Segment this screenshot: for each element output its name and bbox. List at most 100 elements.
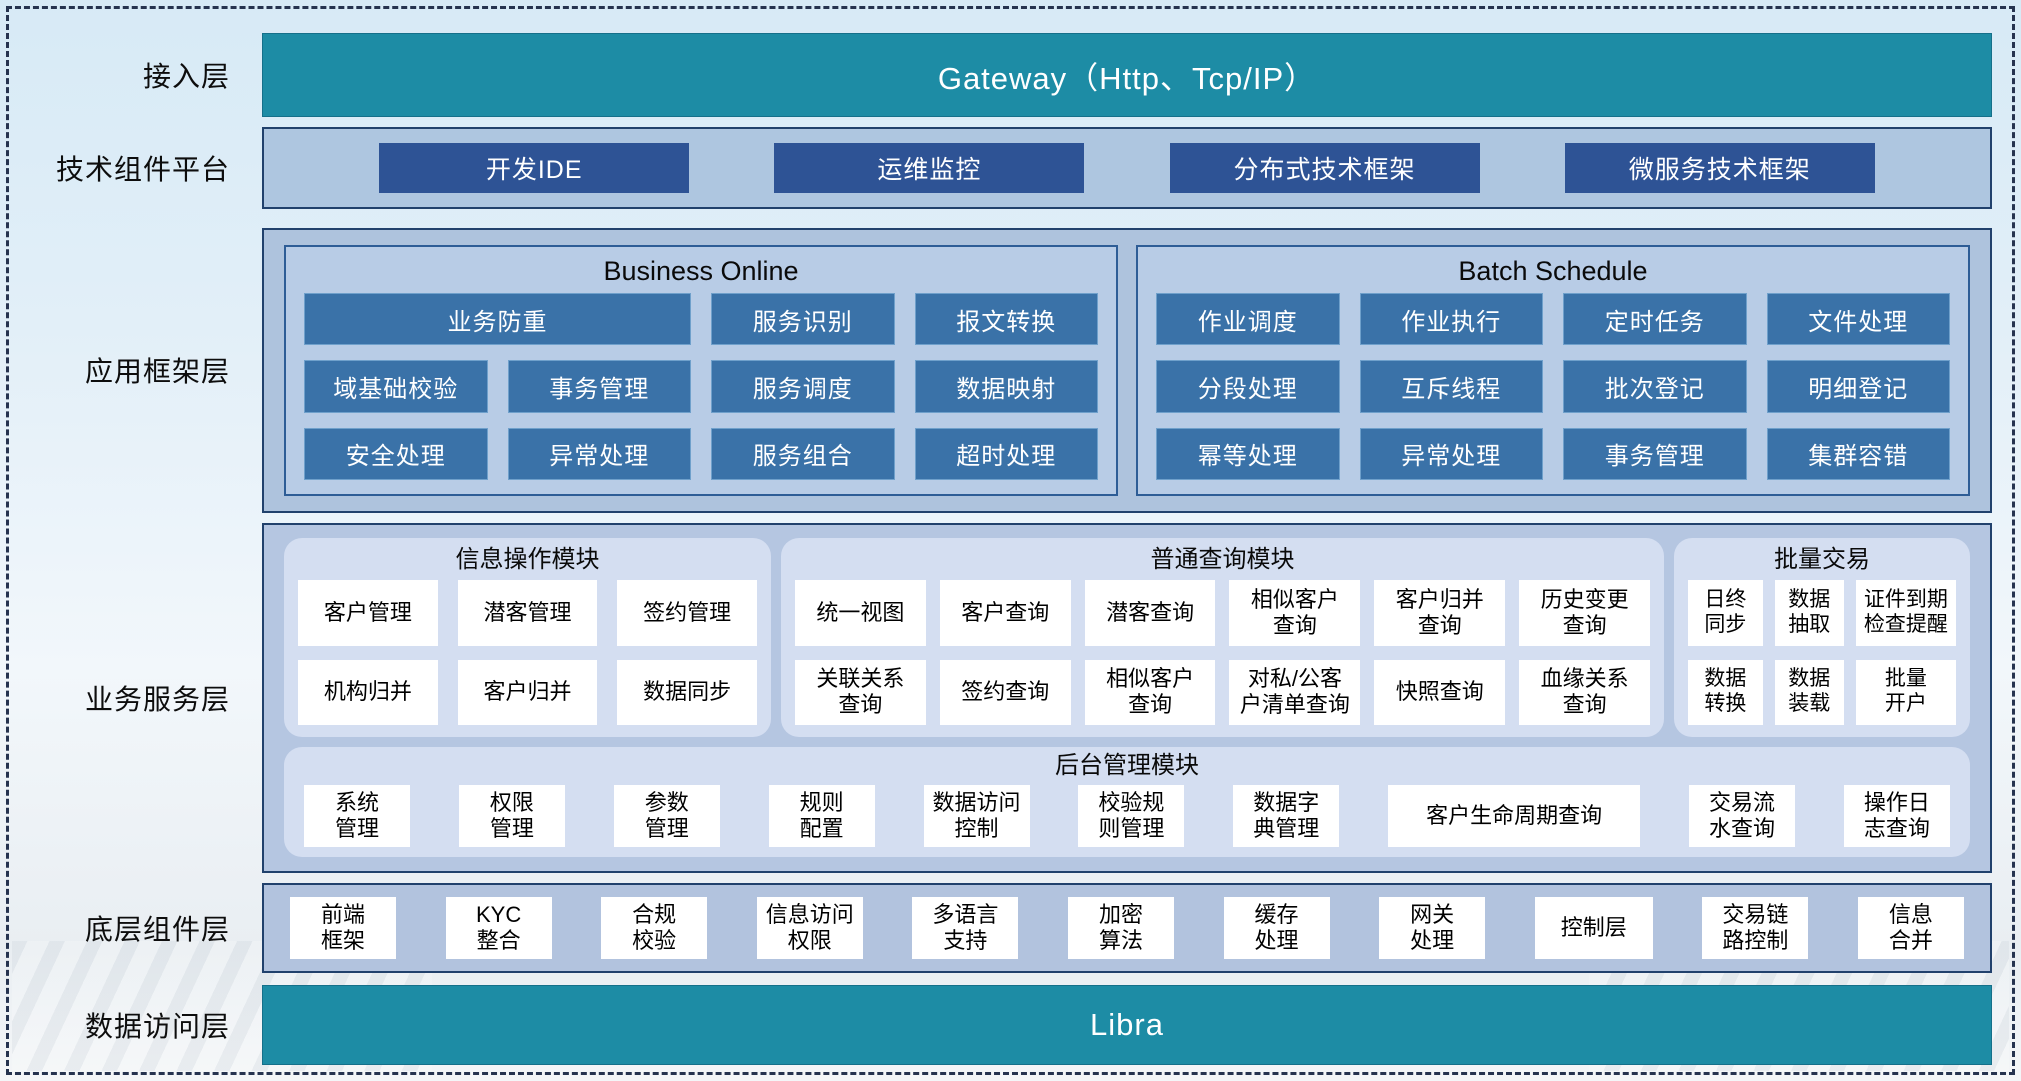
bs-item: 作业执行	[1359, 293, 1543, 346]
business-service-modules: 信息操作模块 客户管理 潜客管理 签约管理 机构归并 客户归并 数据同步 普通查…	[284, 538, 1970, 737]
info-item: 客户管理	[298, 580, 438, 646]
base-item: 信息 合并	[1857, 897, 1964, 959]
info-item: 潜客管理	[457, 580, 598, 646]
business-online-grid: 业务防重 服务识别 报文转换 域基础校验 事务管理 服务调度 数据映射 安全处理…	[304, 293, 1098, 480]
bs-item: 分段处理	[1156, 360, 1340, 413]
admin-module-title: 后台管理模块	[1055, 752, 1199, 779]
admin-item: 数据字 典管理	[1233, 785, 1340, 847]
base-item: 加密 算法	[1067, 897, 1174, 959]
bo-item: 事务管理	[507, 360, 691, 413]
base-item: 控制层	[1534, 897, 1653, 959]
query-item: 快照查询	[1374, 659, 1506, 725]
bs-item: 异常处理	[1359, 427, 1543, 480]
batch-trade-item: 批量 开户	[1855, 659, 1956, 725]
panel-business-online: Business Online 业务防重 服务识别 报文转换 域基础校验 事务管…	[284, 245, 1118, 496]
query-item: 对私/公客 户清单查询	[1229, 659, 1361, 725]
bo-item: 安全处理	[304, 427, 488, 480]
tech-item-distributed-fw: 分布式技术框架	[1169, 143, 1480, 193]
query-module-title: 普通查询模块	[1150, 546, 1295, 573]
admin-item: 操作日 志查询	[1843, 785, 1950, 847]
app-framework-band: Business Online 业务防重 服务识别 报文转换 域基础校验 事务管…	[262, 228, 1992, 513]
bs-item: 定时任务	[1563, 293, 1747, 346]
info-module-grid: 客户管理 潜客管理 签约管理 机构归并 客户归并 数据同步	[298, 580, 757, 725]
bo-item: 服务识别	[711, 293, 895, 346]
bs-item: 批次登记	[1563, 360, 1747, 413]
bo-item: 数据映射	[914, 360, 1098, 413]
query-item: 历史变更 查询	[1519, 580, 1650, 646]
layer-label-business-service: 业务服务层	[84, 684, 230, 715]
info-item: 数据同步	[617, 659, 757, 725]
bo-item: 域基础校验	[304, 360, 488, 413]
tech-item-ops-monitor: 运维监控	[774, 143, 1085, 193]
query-item: 关联关系 查询	[795, 659, 926, 725]
query-item: 客户归并 查询	[1374, 580, 1506, 646]
admin-item: 交易流 水查询	[1689, 785, 1795, 847]
batch-trade-item: 数据 抽取	[1774, 580, 1844, 646]
bo-item: 服务调度	[711, 360, 895, 413]
module-batch-trade: 批量交易 日终 同步 数据 抽取 证件到期 检查提醒 数据 转换 数据 装载 批…	[1674, 538, 1970, 737]
bs-item: 作业调度	[1156, 293, 1340, 346]
query-item: 相似客户 查询	[1229, 580, 1361, 646]
layer-label-data-access: 数据访问层	[84, 1011, 230, 1042]
batch-trade-grid: 日终 同步 数据 抽取 证件到期 检查提醒 数据 转换 数据 装载 批量 开户	[1688, 580, 1956, 725]
admin-item: 系统 管理	[304, 785, 410, 847]
batch-trade-item: 证件到期 检查提醒	[1855, 580, 1956, 646]
bo-item: 业务防重	[304, 293, 691, 346]
base-item: KYC 整合	[445, 897, 552, 959]
info-item: 机构归并	[298, 659, 438, 725]
query-item: 统一视图	[795, 580, 926, 646]
admin-item: 数据访问 控制	[923, 785, 1030, 847]
base-item: 前端 框架	[290, 897, 396, 959]
query-item: 血缘关系 查询	[1519, 659, 1650, 725]
info-module-title: 信息操作模块	[455, 546, 600, 573]
base-item: 合规 校验	[601, 897, 708, 959]
libra-title: Libra	[1090, 1007, 1164, 1042]
gateway-bar: Gateway（Http、Tcp/IP）	[262, 33, 1992, 117]
base-item: 交易链 路控制	[1702, 897, 1809, 959]
bo-item: 超时处理	[914, 427, 1098, 480]
batch-schedule-title: Batch Schedule	[1458, 256, 1648, 286]
layer-label-access: 接入层	[142, 61, 230, 92]
bs-item: 事务管理	[1563, 427, 1747, 480]
batch-schedule-grid: 作业调度 作业执行 定时任务 文件处理 分段处理 互斥线程 批次登记 明细登记 …	[1156, 293, 1950, 480]
gateway-title: Gateway（Http、Tcp/IP）	[937, 60, 1317, 96]
tech-platform-band: 开发IDE 运维监控 分布式技术框架 微服务技术框架	[262, 127, 1992, 209]
bs-item: 幂等处理	[1156, 427, 1340, 480]
tech-item-dev-ide: 开发IDE	[379, 143, 690, 193]
base-item: 网关 处理	[1379, 897, 1486, 959]
admin-item: 规则 配置	[768, 785, 875, 847]
admin-item: 客户生命周期查询	[1388, 785, 1641, 847]
bs-item: 明细登记	[1766, 360, 1950, 413]
tech-item-microservice-fw: 微服务技术框架	[1564, 143, 1875, 193]
layer-label-base-components: 底层组件层	[84, 914, 230, 945]
layer-label-tech-platform: 技术组件平台	[55, 154, 230, 185]
business-service-band: 信息操作模块 客户管理 潜客管理 签约管理 机构归并 客户归并 数据同步 普通查…	[262, 523, 1992, 873]
query-module-grid: 统一视图 客户查询 潜客查询 相似客户 查询 客户归并 查询 历史变更 查询 关…	[795, 580, 1650, 725]
query-item: 客户查询	[939, 580, 1071, 646]
admin-item: 参数 管理	[613, 785, 720, 847]
layer-label-app-framework: 应用框架层	[84, 356, 230, 387]
bs-item: 互斥线程	[1359, 360, 1543, 413]
admin-module-row: 系统 管理 权限 管理 参数 管理 规则 配置 数据访问 控制 校验规 则管理 …	[300, 785, 1954, 847]
query-item: 相似客户 查询	[1084, 659, 1216, 725]
module-admin: 后台管理模块 系统 管理 权限 管理 参数 管理 规则 配置 数据访问 控制 校…	[284, 747, 1970, 857]
bs-item: 集群容错	[1766, 427, 1950, 480]
admin-item: 权限 管理	[458, 785, 565, 847]
base-item: 缓存 处理	[1223, 897, 1330, 959]
libra-bar: Libra	[262, 985, 1992, 1065]
batch-trade-title: 批量交易	[1774, 546, 1870, 573]
base-item: 多语言 支持	[912, 897, 1019, 959]
business-online-title: Business Online	[603, 256, 799, 286]
query-item: 潜客查询	[1084, 580, 1216, 646]
bo-item: 异常处理	[507, 427, 691, 480]
panel-batch-schedule: Batch Schedule 作业调度 作业执行 定时任务 文件处理 分段处理 …	[1136, 245, 1970, 496]
module-general-query: 普通查询模块 统一视图 客户查询 潜客查询 相似客户 查询 客户归并 查询 历史…	[781, 538, 1664, 737]
batch-trade-item: 日终 同步	[1688, 580, 1763, 646]
query-item: 签约查询	[939, 659, 1071, 725]
base-components-band: 前端 框架 KYC 整合 合规 校验 信息访问 权限 多语言 支持 加密 算法 …	[262, 883, 1992, 973]
bs-item: 文件处理	[1766, 293, 1950, 346]
info-item: 客户归并	[457, 659, 598, 725]
bo-item: 服务组合	[711, 427, 895, 480]
admin-item: 校验规 则管理	[1078, 785, 1185, 847]
